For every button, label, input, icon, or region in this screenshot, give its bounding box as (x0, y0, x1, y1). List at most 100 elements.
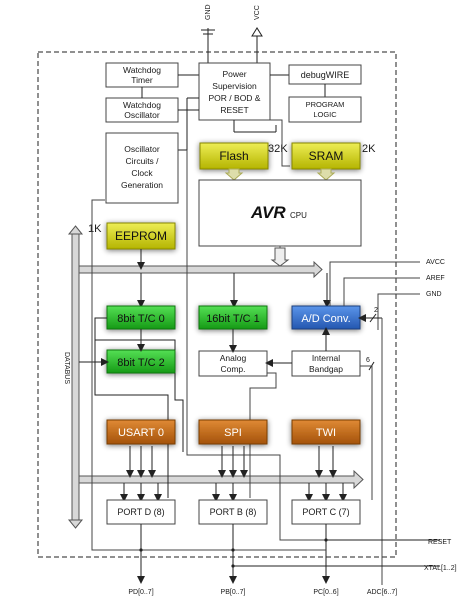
internal-bus-upper (78, 260, 323, 279)
chip-outline (37, 51, 397, 558)
adc-block: A/D Conv. (291, 305, 361, 330)
svg-text:8bit T/C 2: 8bit T/C 2 (117, 357, 165, 369)
svg-text:SRAM: SRAM (309, 149, 344, 163)
svg-text:PORT C (7): PORT C (7) (302, 507, 349, 517)
watchdog-timer-block: Watchdog Timer (105, 62, 179, 88)
svg-text:PORT B (8): PORT B (8) (210, 507, 257, 517)
svg-text:Watchdog: Watchdog (123, 100, 161, 110)
pc-label: PC[0..6] (313, 589, 338, 596)
tc2-down-wire (174, 373, 184, 452)
adc-bus-slash (369, 313, 377, 323)
internal-bandgap-block: Internal Bandgap (291, 350, 361, 377)
eeprom-size-label: 1K (88, 223, 102, 235)
databus-label: DATABUS (63, 352, 70, 384)
junction-d (139, 548, 143, 552)
gnd-line (377, 293, 420, 330)
svg-text:Clock: Clock (131, 168, 153, 178)
adc-pin-label: ADC[6..7] (367, 589, 397, 596)
pb-label: PB[0..7] (221, 589, 246, 596)
gnd-right-label: GND (426, 291, 442, 298)
flash-size-label: 32K (268, 143, 288, 155)
svg-text:Flash: Flash (219, 149, 248, 163)
osc-xtal-wire (186, 150, 326, 541)
bandgap-bus-count: 6 (366, 357, 370, 364)
eeprom-block: EEPROM (106, 222, 176, 250)
aref-line (343, 277, 420, 306)
avr-logo: AVR (250, 203, 286, 222)
svg-text:PORT D (8): PORT D (8) (117, 507, 164, 517)
portb-block: PORT B (8) (198, 499, 268, 525)
svg-text:LOGIC: LOGIC (313, 110, 337, 119)
power-reset-wire (270, 119, 290, 167)
portc-block: PORT C (7) (291, 499, 361, 525)
oscillator-circuits-block: Oscillator Circuits / Clock Generation (105, 132, 179, 204)
svg-text:POR / BOD &: POR / BOD & (209, 93, 261, 103)
program-logic-block: PROGRAM LOGIC (288, 96, 362, 123)
gnd-pin: GND (201, 4, 215, 66)
pd-label: PD[0..7] (128, 589, 153, 596)
tc0-block: 8bit T/C 0 (106, 305, 176, 330)
svg-text:Supervision: Supervision (212, 81, 257, 91)
vcc-label: VCC (254, 5, 261, 20)
svg-text:Power: Power (222, 69, 246, 79)
peripheral-bus-links (126, 446, 337, 478)
svg-text:A/D Conv.: A/D Conv. (301, 313, 350, 325)
internal-bus-lower (78, 469, 364, 490)
power-supervision-block: Power Supervision POR / BOD & RESET (198, 62, 271, 121)
svg-text:debugWIRE: debugWIRE (301, 70, 350, 80)
tc1-block: 16bit T/C 1 (198, 305, 268, 330)
xtal-label: XTAL[1..2] (424, 565, 457, 572)
svg-text:Circuits /: Circuits / (125, 156, 159, 166)
cpu-block: AVR CPU (198, 179, 362, 247)
databus: DATABUS (63, 225, 84, 529)
svg-text:EEPROM: EEPROM (115, 229, 167, 243)
gnd-label: GND (205, 4, 212, 20)
junction-reset (324, 538, 328, 542)
svg-text:8bit T/C 0: 8bit T/C 0 (117, 313, 165, 325)
bandgap-pin-line (360, 365, 373, 500)
svg-text:Oscillator: Oscillator (124, 144, 160, 154)
debugwire-block: debugWIRE (288, 64, 362, 85)
adc-bus-count: 2 (374, 307, 378, 314)
svg-text:Internal: Internal (312, 353, 340, 363)
sram-cpu-arrow (316, 168, 336, 181)
svg-text:Timer: Timer (131, 75, 153, 85)
svg-text:PROGRAM: PROGRAM (306, 100, 345, 109)
twi-block: TWI (291, 419, 361, 445)
junction-xtal (231, 564, 235, 568)
port-pin-lines (137, 524, 330, 584)
watchdog-oscillator-block: Watchdog Oscillator (105, 97, 179, 123)
svg-text:Oscillator: Oscillator (124, 110, 160, 120)
avcc-line (329, 261, 420, 306)
svg-text:TWI: TWI (316, 427, 336, 439)
vcc-pin: VCC (244, 5, 263, 67)
tc-portd-wire (94, 340, 169, 498)
svg-text:Comp.: Comp. (220, 364, 245, 374)
cpu-bus-arrow (270, 247, 290, 267)
portd-block: PORT D (8) (106, 499, 176, 525)
svg-text:Bandgap: Bandgap (309, 364, 343, 374)
junction-b (231, 548, 235, 552)
bus-port-links (120, 483, 347, 502)
flash-cpu-arrow (224, 168, 244, 181)
flash-block: Flash (199, 142, 269, 170)
svg-text:16bit T/C 1: 16bit T/C 1 (206, 313, 260, 325)
svg-text:SPI: SPI (224, 427, 242, 439)
sram-size-label: 2K (362, 143, 376, 155)
analog-comp-block: Analog Comp. (198, 350, 268, 377)
svg-text:Generation: Generation (121, 180, 163, 190)
svg-text:Analog: Analog (220, 353, 247, 363)
svg-text:USART 0: USART 0 (118, 427, 164, 439)
svg-text:RESET: RESET (220, 105, 248, 115)
aref-label: AREF (426, 275, 445, 282)
usart-block: USART 0 (106, 419, 176, 445)
sram-block: SRAM (291, 142, 361, 170)
cpu-label: CPU (290, 211, 307, 220)
reset-label: RESET (428, 539, 452, 546)
tc2-block: 8bit T/C 2 (106, 349, 176, 374)
avcc-label: AVCC (426, 259, 445, 266)
osc-port-wire (91, 199, 326, 551)
spi-block: SPI (198, 419, 268, 445)
